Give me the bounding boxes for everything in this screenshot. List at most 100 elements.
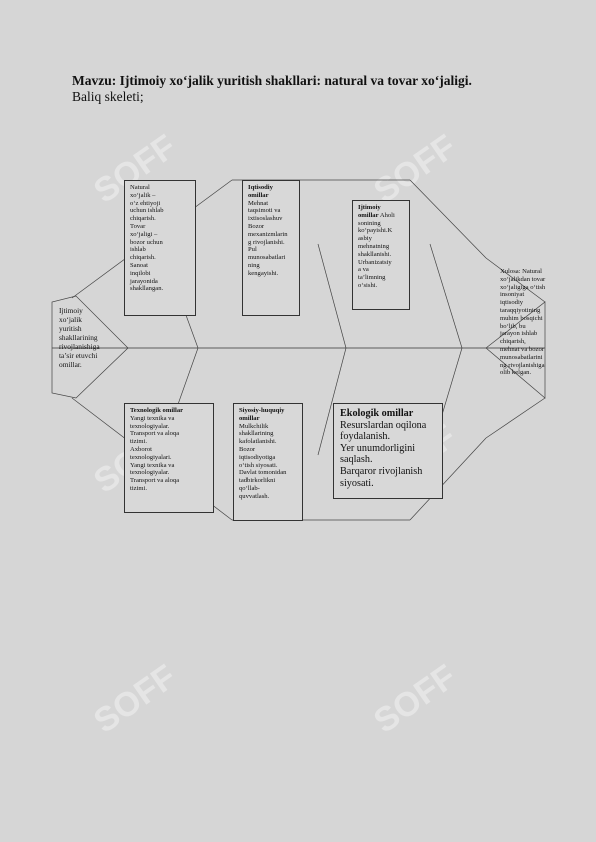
head-line: Ijtimoiy (59, 306, 83, 315)
box-line: Yangi texnika va (130, 461, 175, 469)
box-line: kengayishi. (248, 269, 279, 277)
box-line: shakllanishi. (358, 250, 392, 258)
box-heading-2: omillar (358, 211, 379, 219)
box-line: Axborot (130, 445, 152, 453)
box-heading: Texnologik omillar (130, 407, 184, 414)
head-line: xo‘jalik (59, 315, 82, 324)
box-line: Bozor (239, 445, 256, 453)
box-line: kafolatlanishi. (239, 438, 277, 446)
box-line: Sanoat (130, 261, 148, 269)
tail-line: jarayon ishlab (500, 330, 538, 338)
texnologik-omillar-box: Texnologik omillar Yangi texnika va texn… (124, 403, 214, 513)
tail-line: iqtisodiy (500, 299, 524, 307)
box-line: saqlash. (340, 454, 373, 466)
box-line: texnologiyalari. (130, 453, 172, 461)
head-line: rivojlanishiga (59, 342, 100, 351)
rib-top-2 (409, 179, 487, 259)
box-line: xo‘jaligi – (130, 230, 158, 238)
box-line: uchun ishlab (130, 207, 164, 215)
natural-tovar-box: Natural xo‘jalik – o‘z ehtiyoji uchun is… (124, 180, 196, 316)
box-line: Transport va aloqa (130, 477, 180, 485)
box-heading: Siyosiy-huquqiy omillar (239, 407, 285, 422)
box-line: shakllangan. (130, 285, 164, 293)
box-line: Barqaror rivojlanish (340, 465, 423, 477)
box-line: Davlat tomonidan (239, 469, 287, 477)
box-line: tizimi. (130, 438, 148, 446)
box-line: ning (248, 261, 260, 269)
fish-head-outline (51, 295, 129, 399)
tail-line: xo‘jalikdan tovar (500, 275, 546, 283)
box-line: ta’limning (358, 274, 386, 282)
box-line: xo‘jalik – (130, 191, 156, 199)
box-line: Natural (130, 184, 150, 191)
box-line: quvvatlash. (239, 492, 270, 500)
box-heading: Ijtimoiy (358, 204, 381, 211)
box-line: texnologiyalar. (130, 422, 170, 430)
tail-line: taraqqiyotining (500, 306, 541, 314)
box-line: chiqarish. (130, 254, 156, 262)
box-line: Mulkchilik (239, 422, 269, 430)
rib-top-4 (317, 243, 347, 349)
rib-bottom-4 (317, 347, 347, 456)
ekologik-omillar-box: Ekologik omillar Resurslardan oqilona fo… (333, 403, 443, 499)
head-line: ta’sir etuvchi (59, 351, 98, 360)
siyosiy-huquqiy-omillar-box: Siyosiy-huquqiy omillar Mulkchilik shakl… (233, 403, 303, 521)
box-line: mexanizmlarin (248, 230, 288, 238)
tail-line: munosabatlarini (500, 353, 543, 361)
box-line: tadbirkorlikni (239, 477, 276, 485)
box-line: shakllarining (239, 430, 274, 438)
box-line: Transport va aloqa (130, 430, 180, 438)
xulosa-box: Xulosa: Natural xo‘jalikdan tovar xo‘jal… (495, 265, 561, 401)
tail-upper-fin (485, 257, 546, 303)
box-line: a va (358, 266, 369, 274)
tail-line: ng rivojlanishiga (500, 361, 545, 369)
box-line: foydalanish. (340, 431, 391, 443)
tail-line: muhim bosqichi (500, 314, 543, 322)
page-title: Mavzu: Ijtimoiy xo‘jalik yuritish shakll… (72, 73, 472, 88)
tail-line: olib kelgan. (500, 369, 532, 377)
box-line: texnologiyalar. (130, 469, 170, 477)
box-line: iqtisodiyotiga (239, 453, 276, 461)
box-line: inqilobi (130, 269, 151, 277)
box-line: ixtisoslashuv (248, 215, 283, 223)
head-line: shakllarining (59, 333, 98, 342)
page-subtitle: Baliq skeleti; (72, 89, 144, 104)
box-line: Mehnat (248, 199, 269, 207)
tail-line: insoniyat (500, 291, 525, 299)
tail-line: Xulosa: Natural (500, 268, 542, 275)
tail-line: xo‘jaligiga o‘tish (500, 283, 546, 291)
rib-top-5 (429, 243, 463, 349)
box-line: Yer unumdorligini (340, 442, 416, 454)
box-line: ishlab (130, 246, 146, 254)
box-line: asbiy (358, 235, 372, 243)
box-heading: Iqtisodiy omillar (248, 184, 273, 199)
box-line: Aholi (379, 211, 395, 219)
box-line: munosabatlari (248, 254, 286, 262)
fish-tail-outline (485, 301, 546, 399)
tail-lower-fin (485, 397, 546, 439)
box-line: siyosati. (340, 477, 374, 489)
tail-line: chiqarish, (500, 338, 526, 346)
box-line: sonining (358, 219, 381, 227)
box-line: taqsimoti va (248, 207, 281, 215)
box-line: o‘sishi. (358, 281, 378, 289)
box-line: chiqarish. (130, 215, 156, 223)
box-heading: Ekologik omillar (340, 408, 414, 419)
box-line: o‘tish siyosati. (239, 461, 278, 469)
ijtimoiy-omillar-box: Ijtimoiy omillar Aholi sonining ko‘payis… (352, 200, 410, 310)
fish-head-box: Ijtimoiy xo‘jalik yuritish shakllarining… (54, 303, 118, 375)
box-line: mehnatning (358, 242, 390, 250)
rib-bottom-2 (409, 437, 487, 521)
box-line: jarayonida (130, 277, 158, 285)
tail-line: bo‘lib, bu (500, 322, 526, 330)
box-line: tizimi. (130, 484, 148, 492)
box-line: qo‘llab- (239, 484, 260, 492)
head-line: omillar. (59, 360, 82, 369)
box-line: Bozor (248, 222, 265, 230)
box-line: bozor uchun (130, 238, 163, 246)
box-line: Tovar (130, 222, 146, 230)
box-line: Pul (248, 246, 257, 254)
box-line: o‘z ehtiyoji (130, 199, 161, 207)
iqtisodiy-omillar-box: Iqtisodiy omillar Mehnat taqsimoti va ix… (242, 180, 300, 316)
